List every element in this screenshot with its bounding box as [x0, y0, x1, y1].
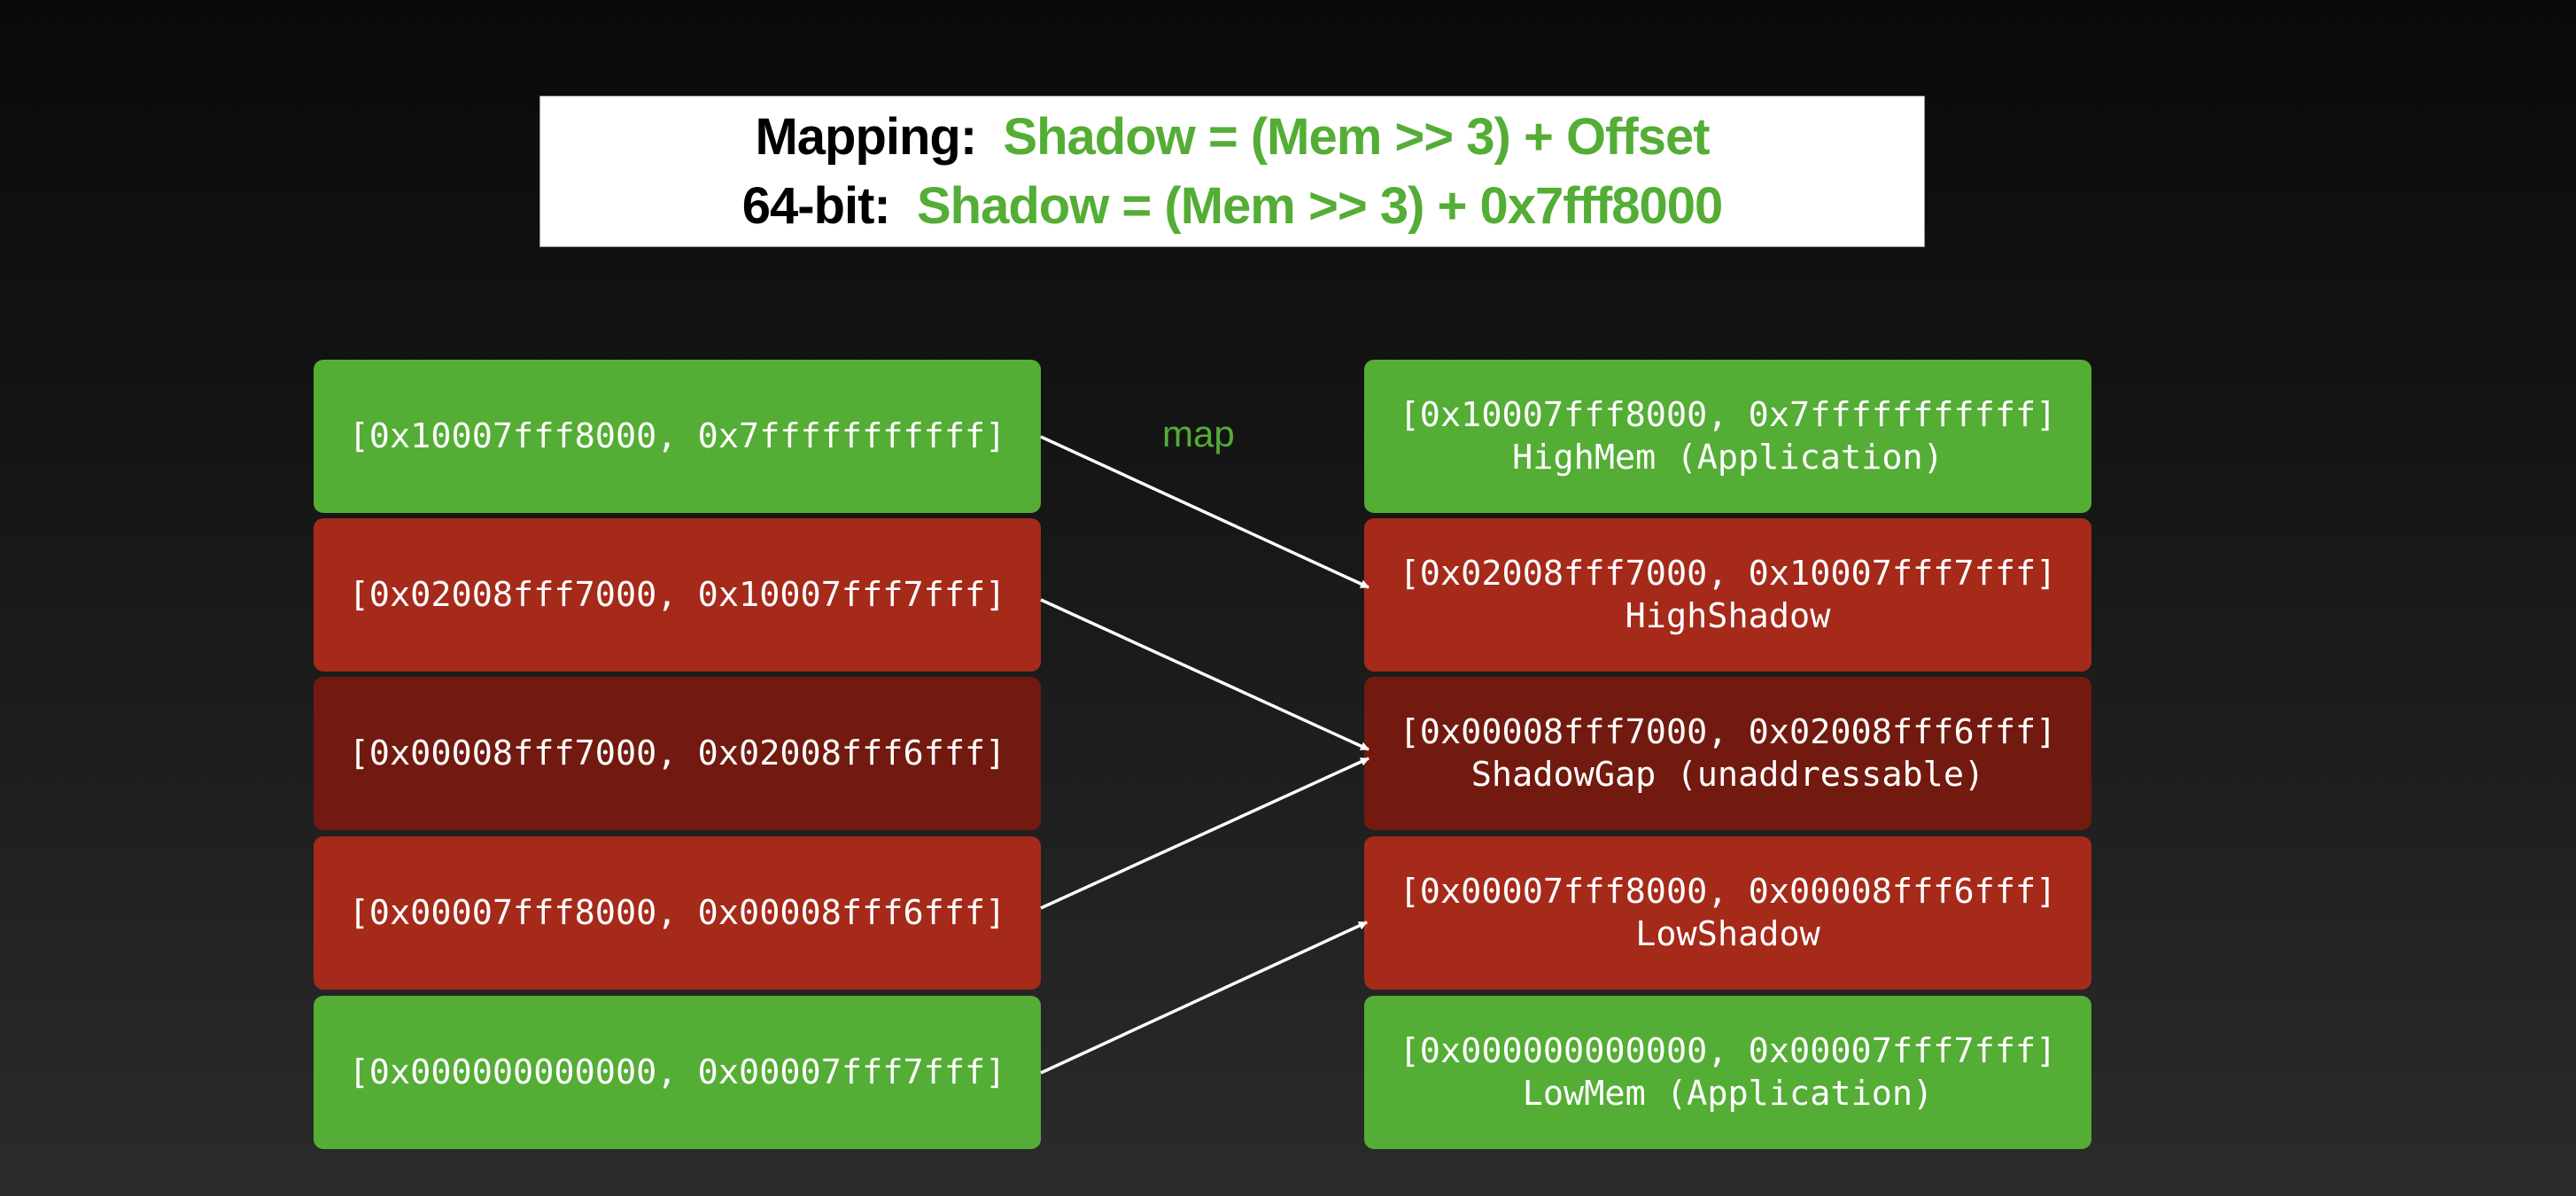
arrow-highmem-to-highshadow [1040, 435, 1369, 589]
right-region-range: [0x00008fff7000, 0x02008fff6fff] [1399, 711, 2057, 752]
right-region-name: ShadowGap (unaddressable) [1470, 754, 1985, 795]
arrow-lowshadow-to-shadowgap [1040, 757, 1369, 910]
left-region-range: [0x000000000000, 0x00007fff7fff] [348, 1052, 1006, 1092]
left-region-3: [0x00007fff8000, 0x00008fff6fff] [314, 836, 1041, 990]
formula-expr-general: Shadow = (Mem >> 3) + Offset [1003, 107, 1710, 166]
formula-label-mapping: Mapping: [755, 107, 977, 166]
left-region-range: [0x10007fff8000, 0x7fffffffffff] [348, 415, 1006, 456]
formula-line-general: Mapping: Shadow = (Mem >> 3) + Offset [755, 103, 1710, 172]
left-region-2: [0x00008fff7000, 0x02008fff6fff] [314, 677, 1041, 830]
left-region-range: [0x00008fff7000, 0x02008fff6fff] [348, 733, 1006, 773]
left-region-4: [0x000000000000, 0x00007fff7fff] [314, 996, 1041, 1149]
right-region-lowshadow: [0x00007fff8000, 0x00008fff6fff] LowShad… [1364, 836, 2091, 990]
right-region-name: HighShadow [1625, 595, 1831, 636]
right-region-range: [0x00007fff8000, 0x00008fff6fff] [1399, 871, 2057, 912]
right-region-shadowgap: [0x00008fff7000, 0x02008fff6fff] ShadowG… [1364, 677, 2091, 830]
left-region-1: [0x02008fff7000, 0x10007fff7fff] [314, 518, 1041, 672]
right-region-name: HighMem (Application) [1512, 437, 1944, 478]
right-region-range: [0x10007fff8000, 0x7fffffffffff] [1399, 394, 2057, 435]
arrow-highshadow-to-shadowgap [1040, 598, 1369, 751]
arrow-lowmem-to-lowshadow [1040, 920, 1368, 1075]
right-region-highshadow: [0x02008fff7000, 0x10007fff7fff] HighSha… [1364, 518, 2091, 672]
map-label: map [1162, 413, 1235, 454]
right-region-highmem: [0x10007fff8000, 0x7fffffffffff] HighMem… [1364, 360, 2091, 513]
left-region-range: [0x00007fff8000, 0x00008fff6fff] [348, 892, 1006, 933]
formula-line-64bit: 64-bit: Shadow = (Mem >> 3) + 0x7fff8000 [741, 172, 1724, 241]
right-region-name: LowMem (Application) [1522, 1073, 1934, 1114]
right-region-range: [0x02008fff7000, 0x10007fff7fff] [1399, 553, 2057, 594]
mapping-formula-box: Mapping: Shadow = (Mem >> 3) + Offset 64… [539, 96, 1925, 247]
right-region-lowmem: [0x000000000000, 0x00007fff7fff] LowMem … [1364, 996, 2091, 1149]
right-region-name: LowShadow [1635, 913, 1820, 954]
formula-label-64bit: 64-bit: [741, 176, 891, 235]
left-region-0: [0x10007fff8000, 0x7fffffffffff] [314, 360, 1041, 513]
right-region-range: [0x000000000000, 0x00007fff7fff] [1399, 1030, 2057, 1071]
formula-expr-64bit: Shadow = (Mem >> 3) + 0x7fff8000 [916, 176, 1723, 235]
left-region-range: [0x02008fff7000, 0x10007fff7fff] [348, 574, 1006, 615]
